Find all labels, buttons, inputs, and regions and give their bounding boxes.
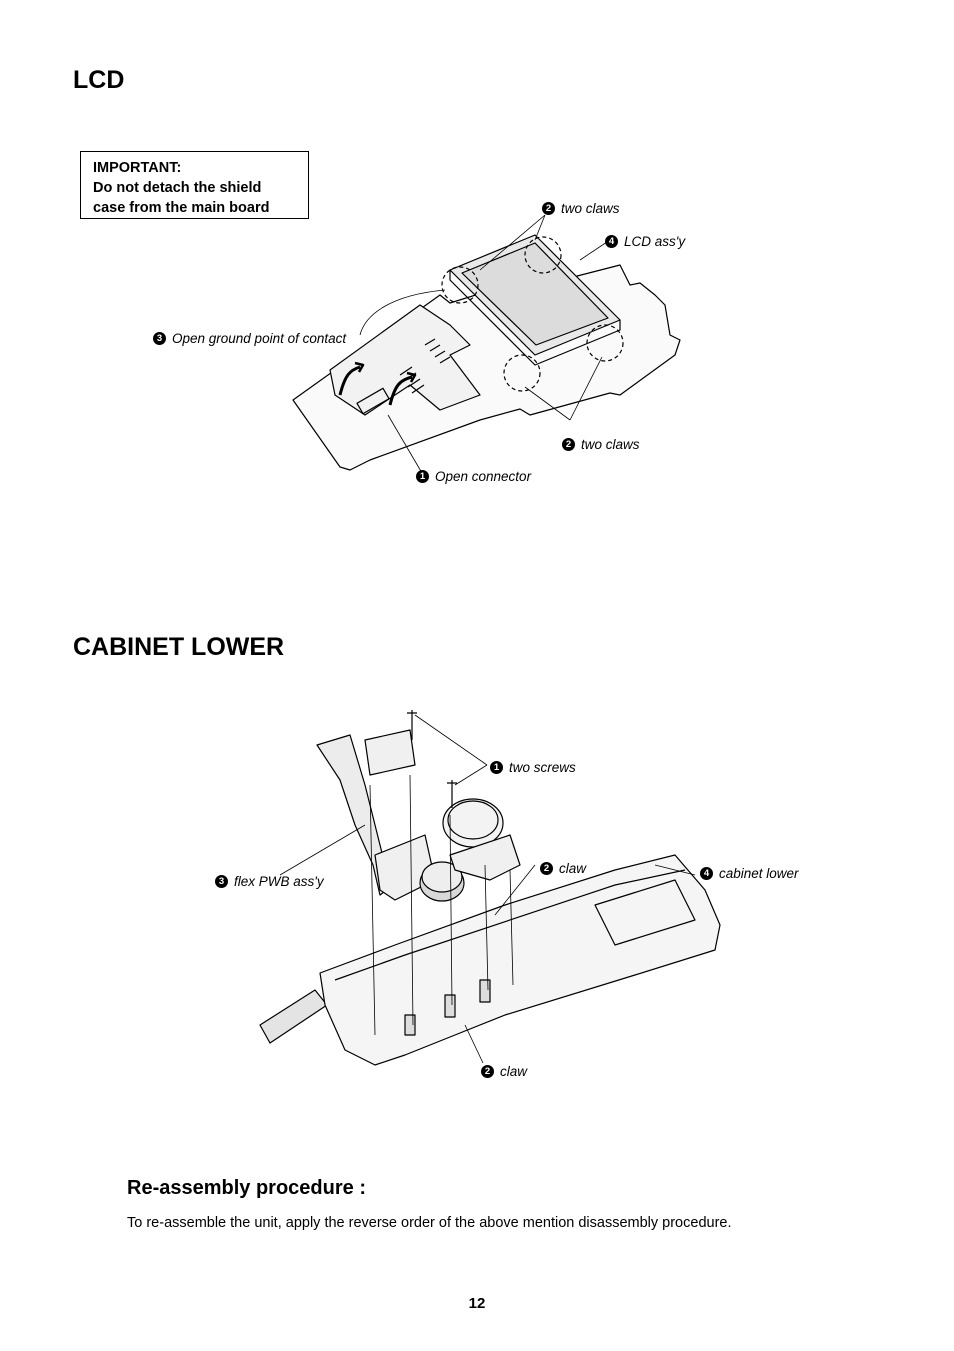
reassembly-text: To re-assemble the unit, apply the rever… [127, 1215, 732, 1231]
callout-number: 3 [215, 875, 228, 888]
callout-number: 2 [481, 1065, 494, 1078]
important-notice: IMPORTANT: Do not detach the shield case… [80, 151, 309, 219]
callout-open-connector: 1 Open connector [416, 469, 531, 484]
callout-text: Open connector [435, 469, 532, 484]
callout-claw-lower: 2 claw [481, 1064, 527, 1079]
callout-number: 4 [700, 867, 713, 880]
callout-number: 2 [542, 202, 555, 215]
callout-number: 1 [416, 470, 429, 483]
lcd-disassembly-diagram [292, 214, 681, 474]
callout-text: LCD ass'y [624, 234, 686, 249]
callout-text: two claws [581, 437, 640, 452]
callout-two-claws-top: 2 two claws [542, 201, 620, 216]
callout-text: claw [559, 861, 587, 876]
callout-claw-upper: 2 claw [540, 861, 586, 876]
callout-ground-contact: 3 Open ground point of contact [153, 331, 346, 346]
callout-text: cabinet lower [719, 866, 799, 881]
callout-two-screws: 1 two screws [490, 760, 576, 775]
callout-text: two screws [509, 760, 576, 775]
callout-number: 1 [490, 761, 503, 774]
notice-line-2: case from the main board [93, 200, 270, 216]
callout-text: flex PWB ass'y [234, 874, 324, 889]
page-number: 12 [468, 1295, 486, 1312]
reassembly-title: Re-assembly procedure : [127, 1177, 366, 1199]
notice-title: IMPORTANT: [93, 160, 182, 176]
section-title-lcd: LCD [73, 66, 125, 94]
callout-number: 4 [605, 235, 618, 248]
notice-line-1: Do not detach the shield [93, 180, 262, 196]
callout-number: 2 [540, 862, 553, 875]
callout-number: 3 [153, 332, 166, 345]
cabinet-lower-diagram [259, 710, 721, 1066]
callout-number: 2 [562, 438, 575, 451]
callout-flex-pwb: 3 flex PWB ass'y [215, 874, 324, 889]
callout-two-claws-bottom: 2 two claws [562, 437, 640, 452]
callout-lcd-assy: 4 LCD ass'y [605, 234, 685, 249]
callout-text: two claws [561, 201, 620, 216]
callout-text: Open ground point of contact [172, 331, 347, 346]
section-title-cabinet-lower: CABINET LOWER [73, 633, 285, 661]
callout-cabinet-lower: 4 cabinet lower [700, 866, 799, 881]
callout-text: claw [500, 1064, 528, 1079]
